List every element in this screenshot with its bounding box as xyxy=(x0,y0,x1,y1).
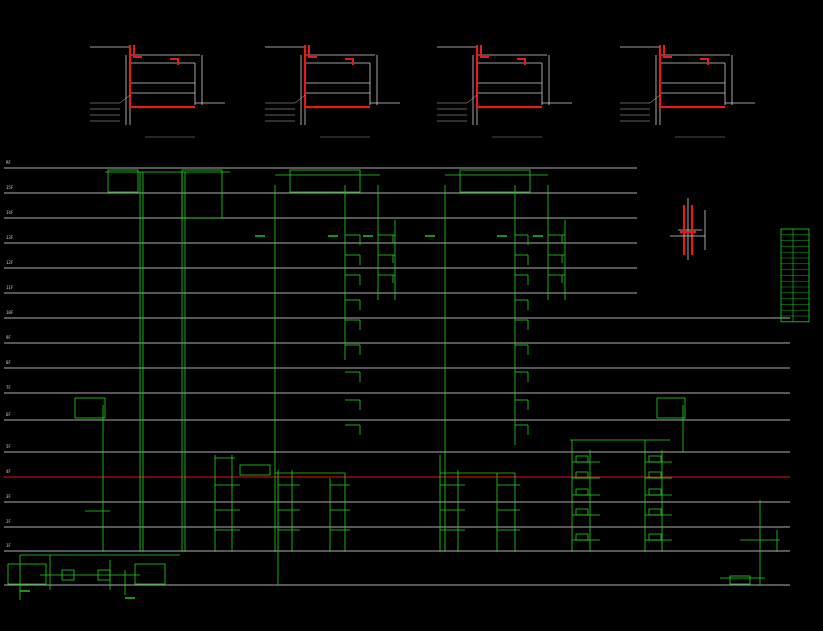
pipe-network xyxy=(7,169,780,600)
tank-right xyxy=(656,397,686,419)
fixture-box xyxy=(239,464,271,476)
fixture-box xyxy=(648,488,662,496)
floor-label: 5F xyxy=(6,444,11,449)
leader-line xyxy=(649,94,661,104)
fixture-box xyxy=(648,471,662,479)
pipe-label-mark xyxy=(363,235,373,237)
waterproof-layer xyxy=(303,45,370,109)
waterproof-layer xyxy=(133,45,142,58)
floor-label: 7F xyxy=(6,385,11,390)
floor-label: 14F xyxy=(6,210,14,215)
pipe-label-mark xyxy=(425,235,435,237)
pipe-label-mark xyxy=(255,235,265,237)
leader-line xyxy=(294,94,306,104)
detail-2 xyxy=(265,45,400,138)
floor-label: 4F xyxy=(6,469,11,474)
fixture-box xyxy=(575,533,589,541)
waterproof-layer xyxy=(658,45,725,109)
floor-label: 15F xyxy=(6,185,14,190)
detail-symbol xyxy=(670,198,706,260)
tank-left xyxy=(74,397,106,419)
floor-label: 8F xyxy=(6,360,11,365)
floor-label: 2F xyxy=(6,519,11,524)
fixture-box xyxy=(575,471,589,479)
fixture-box xyxy=(648,508,662,516)
fixture-box xyxy=(575,455,589,463)
fixture-box xyxy=(648,455,662,463)
pipe-label-mark xyxy=(533,235,543,237)
basement-tank-1 xyxy=(7,563,47,585)
waterproof-layer xyxy=(308,45,317,58)
roof-tank-1 xyxy=(107,169,139,193)
roof-tank-3 xyxy=(289,169,361,193)
pipe-label-mark xyxy=(328,235,338,237)
floor-label: 6F xyxy=(6,412,11,417)
pump-3 xyxy=(729,575,751,585)
basement-tank-2 xyxy=(134,563,166,585)
waterproof-layer xyxy=(345,58,354,65)
pipe-label-mark xyxy=(497,235,507,237)
waterproof-layer xyxy=(170,58,179,65)
fixture-box xyxy=(648,533,662,541)
fixture-box xyxy=(575,508,589,516)
waterproof-layer xyxy=(128,45,195,109)
detail-3 xyxy=(437,45,572,138)
pipe-label-mark xyxy=(125,597,135,599)
floor-label: 9F xyxy=(6,335,11,340)
waterproof-layer xyxy=(663,45,672,58)
waterproof-layer xyxy=(475,45,542,109)
fixture-box xyxy=(575,488,589,496)
floor-label: 12F xyxy=(6,260,14,265)
floor-label: 13F xyxy=(6,235,14,240)
floor-lines: 1F 2F 3F 4F 5F 6F 7F 8F 9F 10F 11F 12F 13F 14F 15F RF xyxy=(4,160,790,586)
symbol-red xyxy=(680,205,696,255)
floor-label: 3F xyxy=(6,494,11,499)
roof-tank-4 xyxy=(459,169,531,193)
floor-label: 11F xyxy=(6,285,14,290)
detail-4 xyxy=(620,45,755,138)
pipe-label-mark xyxy=(20,590,30,592)
roof-tank-2 xyxy=(181,169,223,219)
detail-1 xyxy=(90,45,225,138)
leader-line xyxy=(119,94,131,104)
waterproof-layer xyxy=(700,58,709,65)
floor-label: 10F xyxy=(6,310,14,315)
floor-label: 1F xyxy=(6,543,11,548)
waterproof-layer xyxy=(517,58,526,65)
detail-panels xyxy=(90,45,755,138)
floor-label: RF xyxy=(6,160,11,165)
leader-line xyxy=(466,94,478,104)
waterproof-layer xyxy=(480,45,489,58)
legend-table xyxy=(670,198,810,323)
